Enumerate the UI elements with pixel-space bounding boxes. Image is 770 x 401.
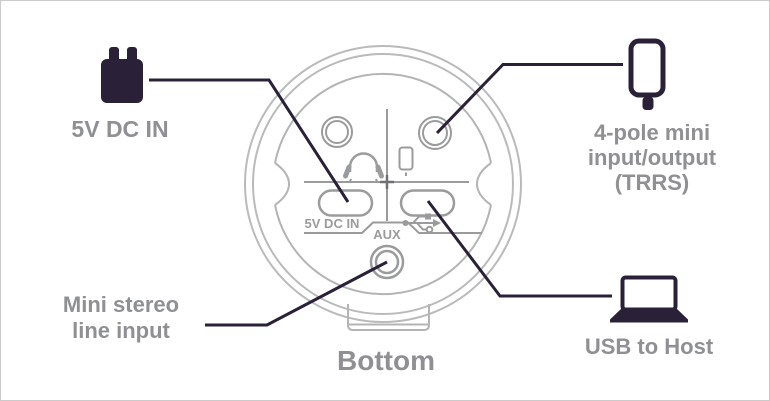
device-bottom-view [244, 45, 522, 331]
stereo-callout-label: Mini stereo line input [21, 292, 221, 344]
stereo-label-line1: Mini stereo [62, 292, 180, 317]
callout-line-usb [426, 200, 612, 298]
dc-port-slot [317, 189, 374, 217]
stand-mount-tab [347, 304, 430, 331]
smartphone-small-icon [398, 146, 414, 176]
trrs-label-line2: input/output [587, 145, 717, 170]
power-adapter-icon [101, 47, 143, 103]
device-outer-ring [244, 45, 522, 323]
crosshair-icon [380, 175, 394, 189]
usb-port-slot [399, 189, 456, 217]
device-panel-details [304, 109, 482, 280]
trrs-callout-label: 4-pole mini input/output (TRRS) [552, 120, 752, 195]
device-inner-ring-bottom [274, 204, 492, 296]
headphones-icon [343, 152, 384, 184]
stereo-label-line2: line input [72, 318, 170, 343]
device-inner-ring-top [274, 72, 492, 164]
usb-callout-label: USB to Host [584, 334, 714, 359]
trrs-label-line1: 4-pole mini [593, 120, 711, 145]
aux-jack [369, 244, 405, 280]
screw-hole-right [418, 116, 452, 150]
trrs-label-line3: (TRRS) [614, 170, 690, 195]
aux-port-marking: AUX [373, 227, 401, 242]
callout-line-stereo [205, 260, 388, 327]
smartphone-icon [628, 38, 666, 110]
dc-port-marking: 5V DC IN [304, 216, 360, 231]
callout-line-trrs [435, 63, 623, 135]
device-left-notch [274, 162, 291, 206]
callout-lines [149, 63, 623, 327]
callout-line-power [149, 78, 350, 203]
device-right-notch [475, 162, 492, 206]
view-caption: Bottom [337, 345, 435, 376]
usb-trident-icon [402, 213, 441, 234]
device-mid-ring [252, 53, 514, 315]
laptop-icon [610, 275, 688, 323]
power-callout-label: 5V DC IN [71, 116, 169, 142]
screw-hole-left [321, 116, 353, 148]
